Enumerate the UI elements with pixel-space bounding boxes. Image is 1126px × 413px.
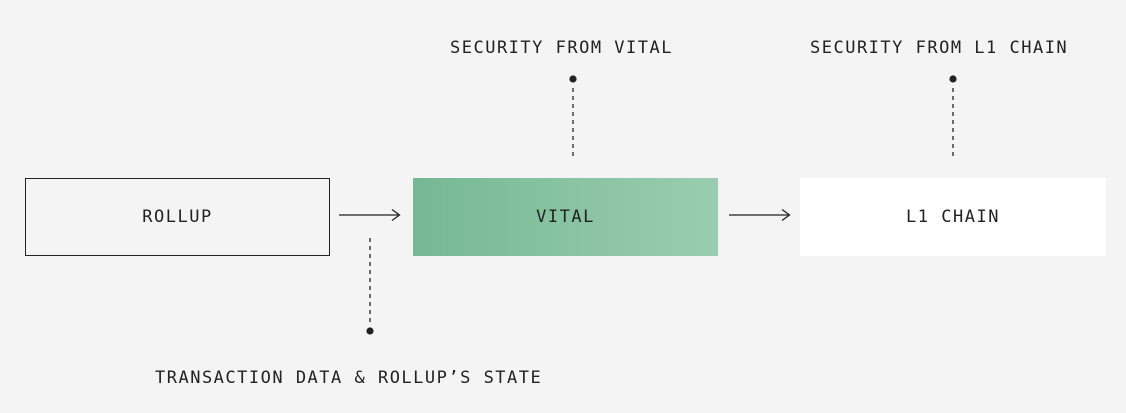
connector-security-l1 — [949, 75, 957, 158]
rollup-node-label: ROLLUP — [142, 207, 213, 227]
connector-dot — [949, 75, 957, 83]
rollup-node: ROLLUP — [25, 178, 330, 256]
connector-dot — [569, 75, 577, 83]
vital-node-label: VITAL — [536, 207, 595, 227]
security-from-l1-label: SECURITY FROM L1 CHAIN — [810, 38, 1069, 58]
arrow-rollup-to-vital — [339, 208, 401, 222]
l1-chain-node-label: L1 CHAIN — [906, 207, 1000, 227]
transaction-data-label: TRANSACTION DATA & ROLLUP’S STATE — [155, 368, 543, 388]
security-from-vital-label: SECURITY FROM VITAL — [450, 38, 673, 58]
vital-node: VITAL — [413, 178, 718, 256]
connector-dot — [366, 327, 374, 335]
connector-transaction-data — [366, 238, 374, 335]
connector-security-vital — [569, 75, 577, 158]
l1-chain-node: L1 CHAIN — [800, 178, 1106, 256]
arrow-vital-to-l1 — [729, 208, 791, 222]
